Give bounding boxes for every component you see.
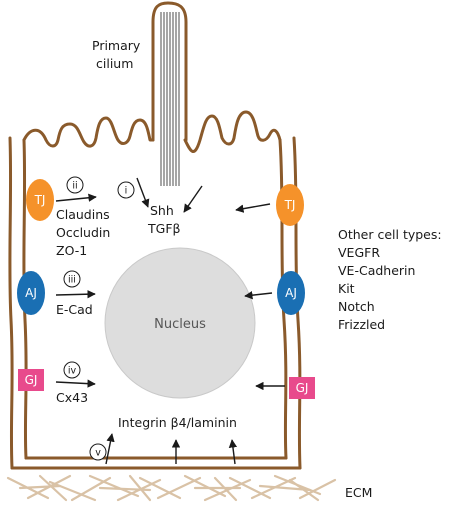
tj-right-label: TJ bbox=[284, 198, 296, 212]
ecm-fiber bbox=[48, 480, 97, 502]
axoneme bbox=[160, 12, 180, 186]
numeral-i: i bbox=[125, 186, 128, 197]
ecm-fiber bbox=[156, 476, 202, 500]
arrow-aj-left bbox=[55, 289, 96, 299]
gj-right bbox=[289, 377, 315, 399]
label-cx43: Cx43 bbox=[56, 390, 88, 405]
ecm-fiber bbox=[88, 474, 140, 498]
ecm-fiber bbox=[183, 474, 227, 498]
label-zo1: ZO-1 bbox=[56, 243, 87, 258]
left-membrane-outer bbox=[8, 136, 14, 470]
aj-left-label: AJ bbox=[25, 286, 37, 300]
numeral-v: v bbox=[95, 448, 101, 459]
label-occludin: Occludin bbox=[56, 225, 110, 240]
numeral-circle-v bbox=[89, 443, 107, 461]
tj-left-label: TJ bbox=[34, 193, 46, 207]
other-cell-type-item: VE-Cadherin bbox=[338, 263, 415, 278]
arrow-tj-right bbox=[235, 203, 271, 213]
label-shh: Shh bbox=[150, 203, 174, 218]
arrow-aj-right bbox=[244, 290, 273, 300]
left-membrane-inner bbox=[22, 138, 28, 460]
cilium-membrane bbox=[151, 1, 188, 142]
arrow-gj-left bbox=[55, 379, 96, 388]
apical-membrane bbox=[22, 116, 155, 148]
other-cell-types-title: Other cell types: bbox=[338, 227, 442, 242]
label-ecad: E-Cad bbox=[56, 302, 93, 317]
numeral-markers bbox=[63, 176, 135, 461]
signal-arrows bbox=[55, 177, 285, 465]
label-claudins: Claudins bbox=[56, 207, 110, 222]
numeral-circle-ii bbox=[66, 176, 84, 194]
other-cell-type-item: Frizzled bbox=[338, 317, 385, 332]
arrow-tj-left bbox=[55, 193, 97, 202]
gj-left bbox=[18, 369, 44, 391]
nucleus bbox=[104, 247, 256, 399]
ecm-fiber bbox=[228, 476, 272, 500]
aj-right bbox=[277, 271, 305, 315]
ecm-fiber bbox=[213, 476, 238, 502]
label-tgfb: TGFβ bbox=[147, 221, 181, 236]
numeral-circle-iii bbox=[63, 270, 81, 288]
arrow-cilium-right bbox=[183, 185, 203, 213]
tj-left bbox=[26, 179, 54, 221]
numeral-iv: iv bbox=[68, 366, 77, 377]
arrow-cilium-left bbox=[136, 177, 150, 208]
ecm-label: ECM bbox=[345, 485, 372, 500]
gj-right-label: GJ bbox=[296, 381, 309, 395]
numeral-ii: ii bbox=[72, 181, 77, 192]
numeral-circle-i bbox=[117, 181, 135, 199]
nucleus-label: Nucleus bbox=[154, 317, 206, 332]
other-cell-type-item: Kit bbox=[338, 281, 355, 296]
numeral-circle-iv bbox=[63, 361, 81, 379]
gj-left-label: GJ bbox=[25, 373, 38, 387]
label-integrin: Integrin β4/laminin bbox=[118, 415, 237, 430]
aj-right-label: AJ bbox=[285, 286, 297, 300]
cilium-label-line1: Primary bbox=[92, 38, 141, 53]
ecm-fiber bbox=[38, 474, 68, 502]
aj-left bbox=[17, 271, 45, 315]
ecm-fiber bbox=[138, 476, 182, 500]
tj-right bbox=[276, 184, 304, 226]
ecm-fiber bbox=[288, 478, 320, 502]
ecm-fibers bbox=[6, 474, 337, 502]
ecm-fiber bbox=[128, 474, 152, 502]
apical-membrane-right bbox=[183, 110, 282, 153]
cilium-label-line2: cilium bbox=[96, 56, 133, 71]
arrow-ecm-1 bbox=[105, 433, 115, 465]
other-cell-type-item: VEGFR bbox=[338, 245, 380, 260]
ecm-fiber bbox=[18, 484, 62, 490]
ecm-fiber bbox=[298, 478, 337, 500]
numeral-iii: iii bbox=[68, 275, 76, 286]
arrow-ecm-3 bbox=[228, 439, 238, 465]
other-cell-type-item: Notch bbox=[338, 299, 375, 314]
